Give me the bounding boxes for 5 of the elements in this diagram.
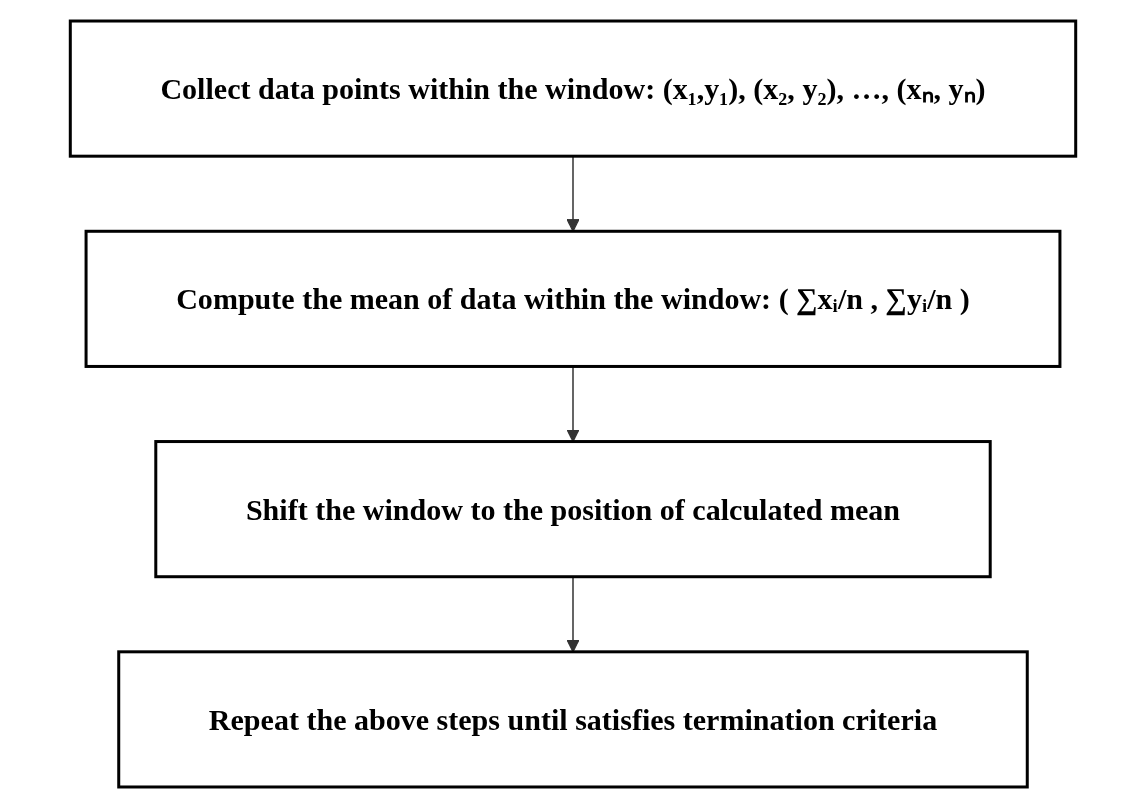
node-box: Shift the window to the position of calculated mean (154, 439, 992, 578)
node-box: Collect data points within the window: (x₁,y₁), (x₂, y₂), …, (xₙ, yₙ) (68, 19, 1078, 158)
node-box: Repeat the above steps until satisfies termination criteria (117, 649, 1029, 788)
node-box: Compute the mean of data within the window: ( ∑xᵢ/n , ∑yᵢ/n ) (84, 229, 1062, 368)
arrow (566, 365, 580, 442)
